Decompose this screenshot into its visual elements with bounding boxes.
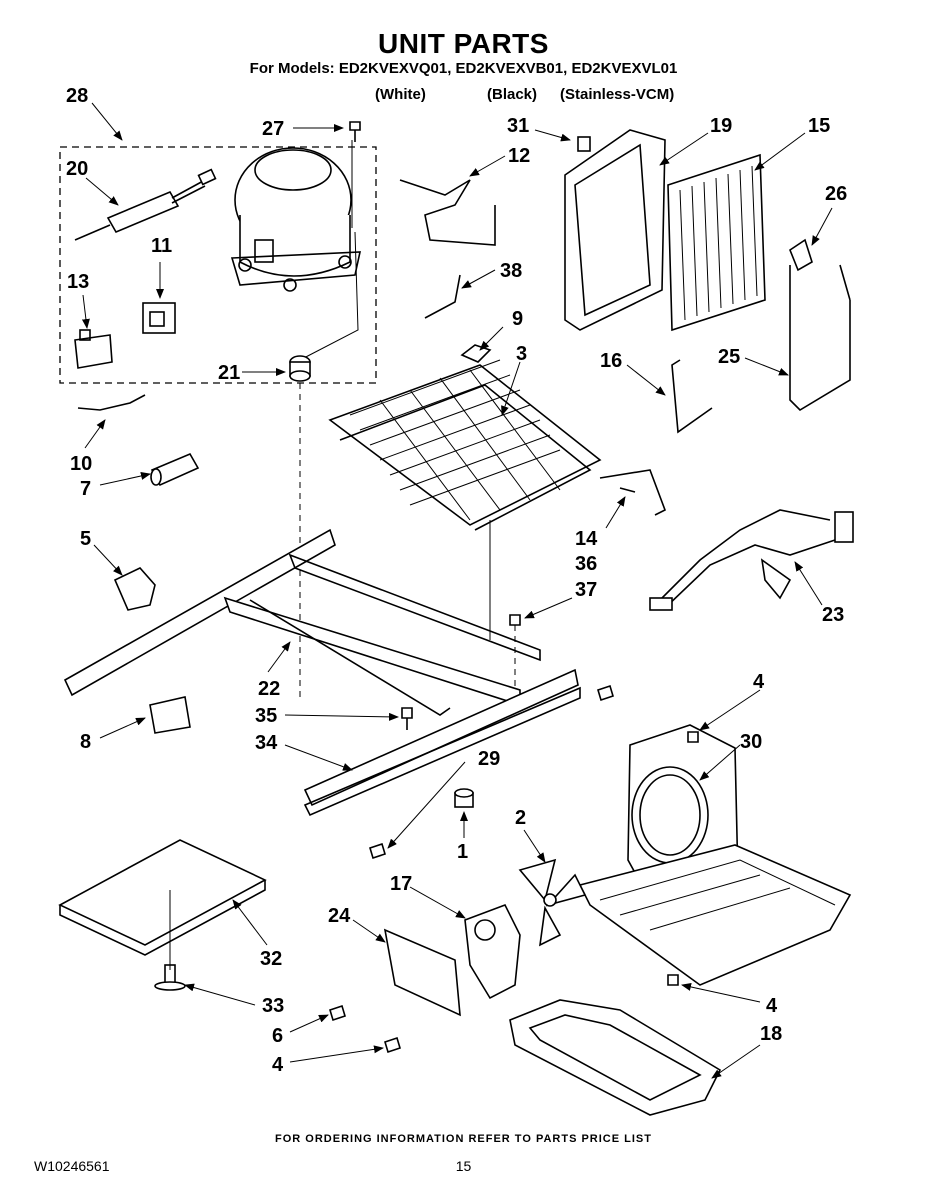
callout-38: 38 bbox=[500, 260, 522, 282]
callout-4b: 4 bbox=[272, 1054, 284, 1076]
callout-13: 13 bbox=[67, 271, 89, 293]
callout-4c: 4 bbox=[766, 995, 778, 1017]
callout-11: 11 bbox=[151, 235, 172, 257]
bracket-36 bbox=[599, 469, 667, 516]
screw-27 bbox=[349, 121, 361, 142]
overload-13 bbox=[74, 329, 113, 369]
page-title: UNIT PARTS bbox=[378, 28, 549, 59]
screw-29b bbox=[597, 684, 614, 702]
callout-36: 36 bbox=[575, 553, 597, 575]
insulation-7 bbox=[150, 452, 200, 487]
wire-10 bbox=[77, 394, 146, 411]
callout-29: 29 bbox=[478, 748, 500, 770]
callout-3: 3 bbox=[516, 343, 527, 365]
callout-10: 10 bbox=[70, 453, 92, 475]
callout-14: 14 bbox=[575, 528, 598, 550]
rail-34-edge bbox=[303, 686, 581, 817]
compressor bbox=[230, 140, 362, 361]
models-line: For Models: ED2KVEXVQ01, ED2KVEXVB01, ED… bbox=[249, 60, 678, 77]
callout-6: 6 bbox=[272, 1025, 283, 1047]
callout-8: 8 bbox=[80, 731, 91, 753]
callout-7: 7 bbox=[80, 478, 91, 500]
rail-34 bbox=[303, 668, 579, 807]
variant-black: (Black) bbox=[487, 86, 538, 103]
callout-19: 19 bbox=[710, 115, 732, 137]
bushing-1 bbox=[454, 788, 474, 808]
callout-37: 37 bbox=[575, 579, 597, 601]
screw-4b bbox=[667, 974, 679, 986]
callout-20: 20 bbox=[66, 158, 88, 180]
callout-32: 32 bbox=[260, 948, 282, 970]
callout-1: 1 bbox=[457, 841, 468, 863]
callout-25: 25 bbox=[718, 346, 740, 368]
wire-16 bbox=[671, 359, 713, 434]
screw-4c bbox=[384, 1036, 401, 1054]
grommet-21 bbox=[289, 355, 311, 382]
screw-35 bbox=[401, 707, 413, 730]
callout-27: 27 bbox=[262, 118, 284, 140]
document-number: W10246561 bbox=[34, 1158, 110, 1174]
relay-11 bbox=[142, 302, 176, 334]
pad-8 bbox=[149, 696, 191, 734]
cover-32 bbox=[58, 839, 267, 970]
housing-19 bbox=[564, 129, 666, 331]
screw-6 bbox=[329, 1004, 346, 1022]
callout-23: 23 bbox=[822, 604, 844, 626]
clip-5 bbox=[113, 567, 156, 611]
callout-34: 34 bbox=[255, 732, 278, 754]
fan-blade-2 bbox=[518, 858, 587, 947]
clip-31 bbox=[577, 136, 591, 152]
screw-37 bbox=[509, 614, 521, 626]
tubing-25 bbox=[789, 264, 851, 412]
screw-14 bbox=[619, 487, 636, 493]
callout-26: 26 bbox=[825, 183, 847, 205]
tube-12 bbox=[399, 179, 496, 246]
callout-4: 4 bbox=[753, 671, 765, 693]
callout-33: 33 bbox=[262, 995, 284, 1017]
condenser-15 bbox=[667, 153, 766, 332]
screw-29 bbox=[369, 842, 386, 860]
evaporator-3 bbox=[328, 359, 602, 640]
callout-28: 28 bbox=[66, 85, 88, 107]
motor-17 bbox=[464, 903, 521, 1000]
frame-22 bbox=[63, 528, 541, 716]
drain-pan-18 bbox=[509, 999, 722, 1116]
clip-9 bbox=[460, 344, 492, 363]
callout-30: 30 bbox=[740, 731, 762, 753]
callout-16: 16 bbox=[600, 350, 622, 372]
callout-17: 17 bbox=[390, 873, 412, 895]
callout-2: 2 bbox=[515, 807, 526, 829]
ordering-note: FOR ORDERING INFORMATION REFER TO PARTS … bbox=[275, 1133, 652, 1145]
callout-5: 5 bbox=[80, 528, 91, 550]
screw-4a bbox=[687, 731, 699, 743]
callout-22: 22 bbox=[258, 678, 280, 700]
compressor-kit-outline bbox=[59, 146, 377, 384]
page-number: 15 bbox=[455, 1158, 472, 1174]
base-pan bbox=[578, 844, 852, 986]
callout-9: 9 bbox=[512, 308, 523, 330]
callout-21: 21 bbox=[218, 362, 240, 384]
tube-38 bbox=[424, 274, 461, 319]
callout-18: 18 bbox=[760, 1023, 782, 1045]
callout-15: 15 bbox=[808, 115, 830, 137]
variant-white: (White) bbox=[375, 86, 426, 103]
leader-lines bbox=[81, 102, 833, 1079]
harness-23 bbox=[649, 509, 854, 611]
clip-26 bbox=[789, 238, 813, 272]
callout-12: 12 bbox=[508, 145, 530, 167]
callout-31: 31 bbox=[507, 115, 529, 137]
callout-24: 24 bbox=[328, 905, 351, 927]
drier-20 bbox=[74, 168, 217, 241]
variant-stainless: (Stainless-VCM) bbox=[560, 86, 675, 103]
callout-35: 35 bbox=[255, 705, 277, 727]
bracket-24 bbox=[383, 928, 461, 1017]
